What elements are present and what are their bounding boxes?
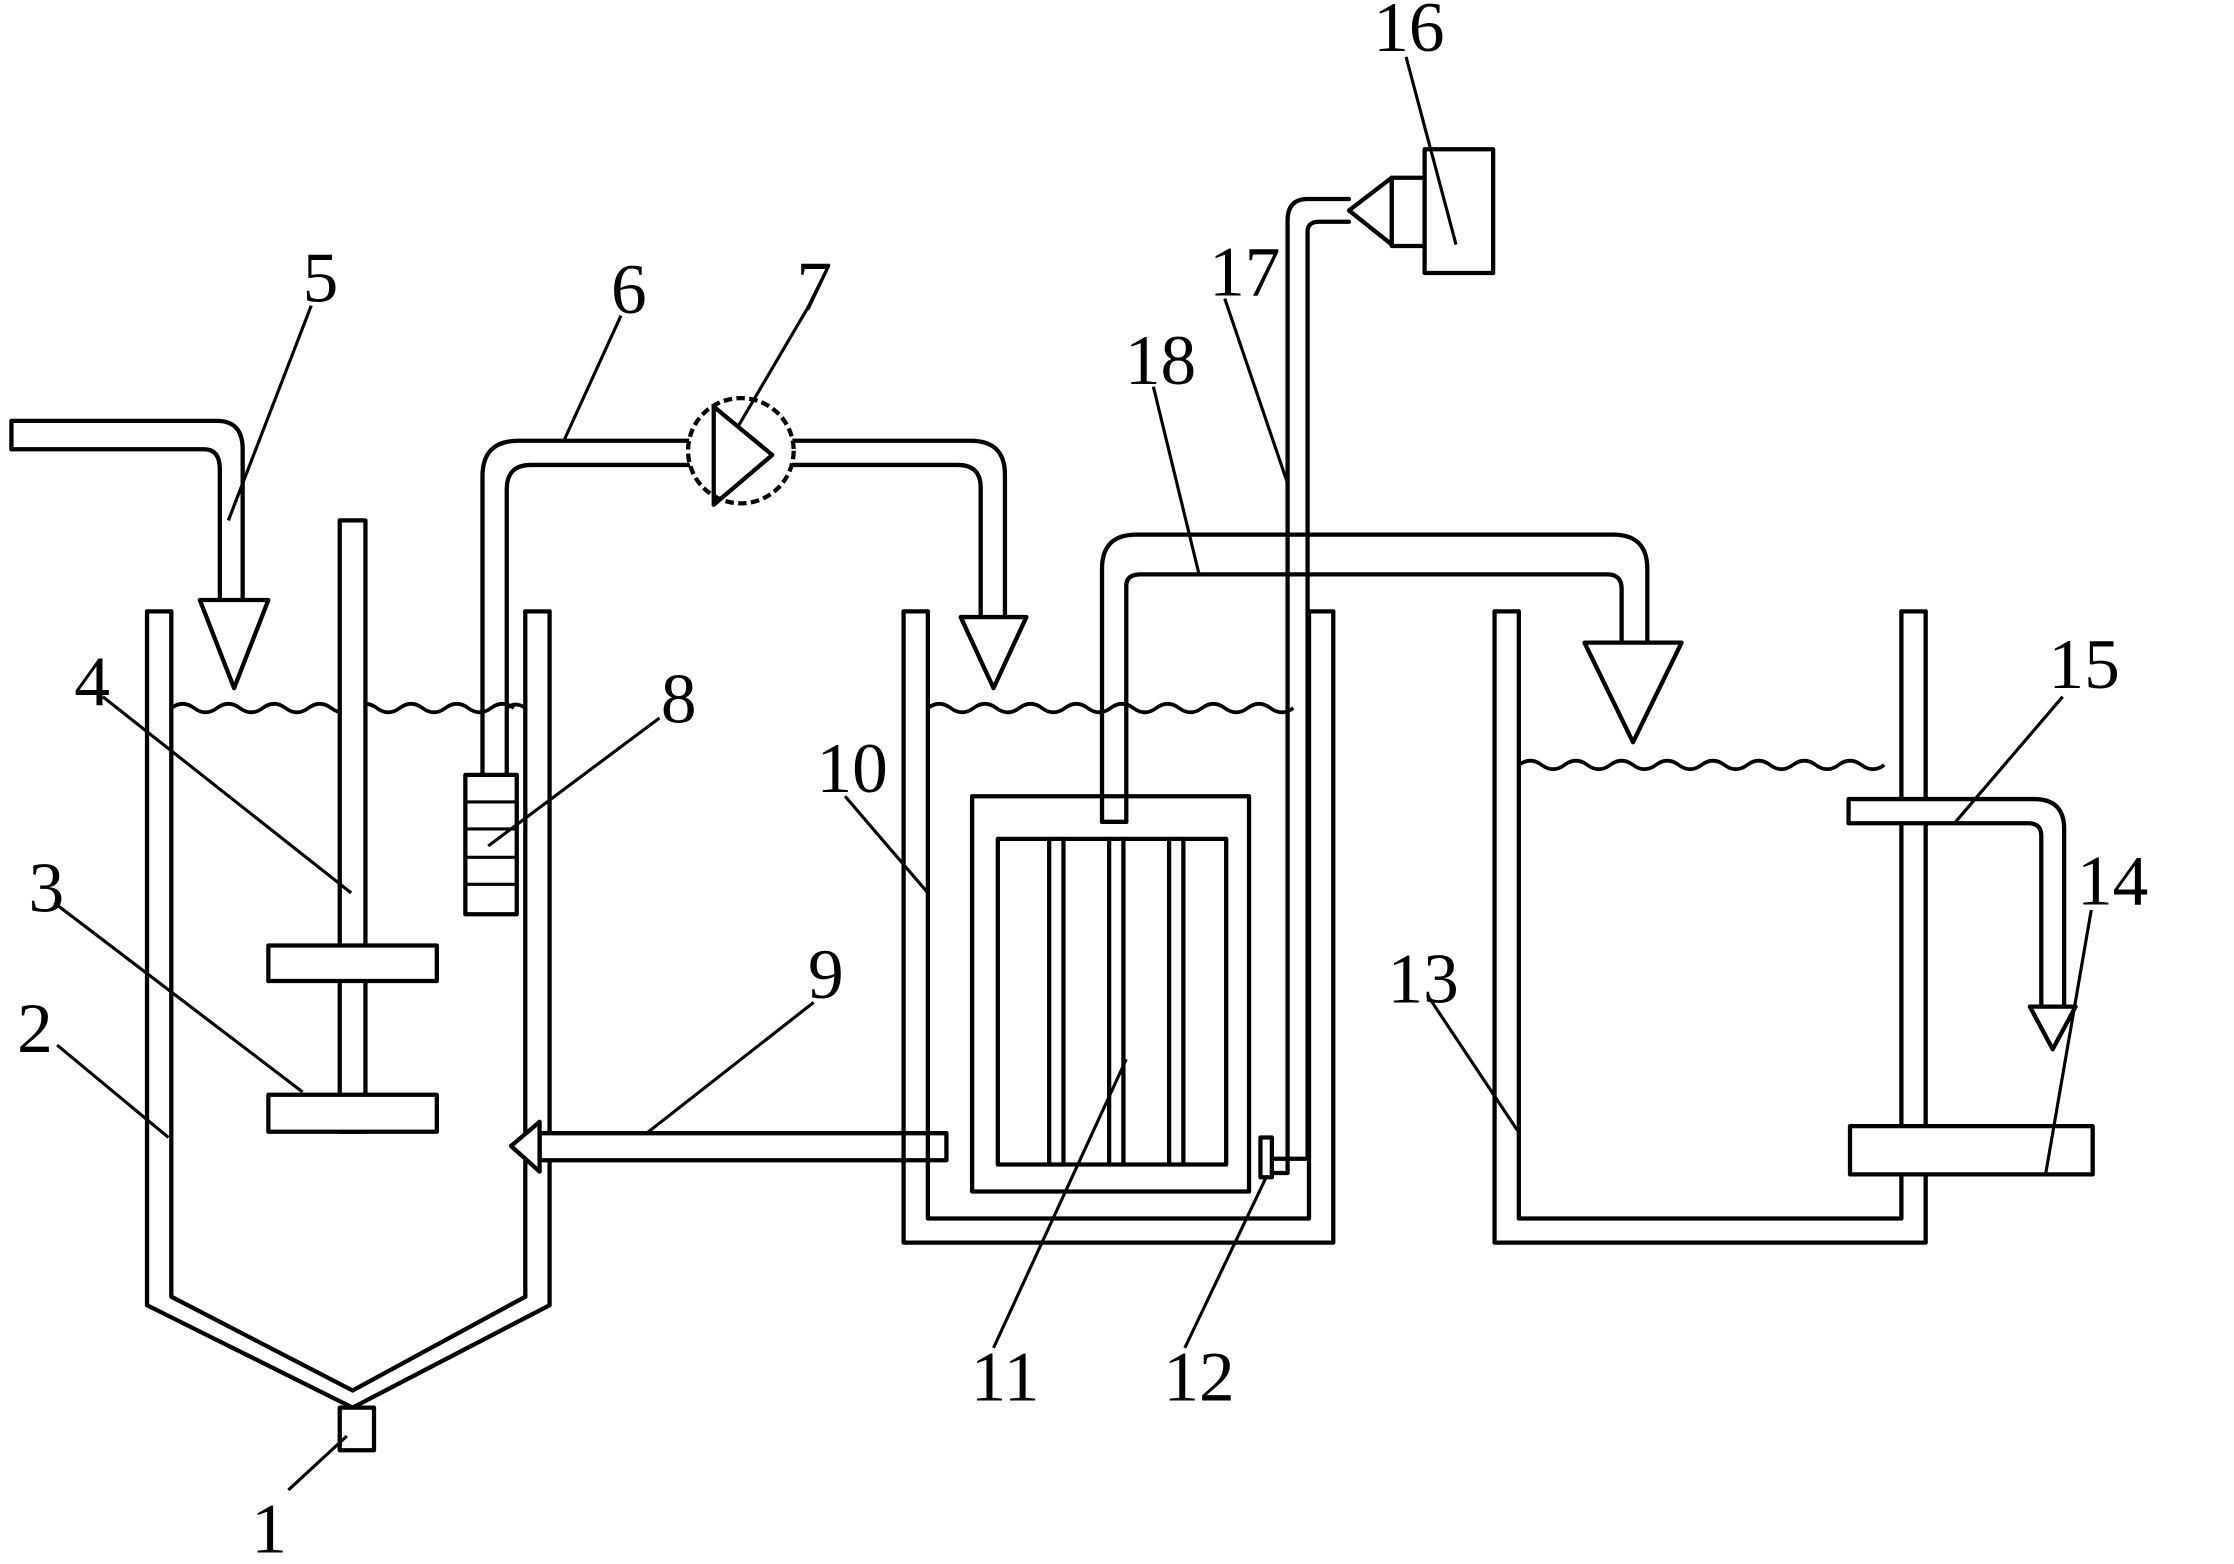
label-7: 7 — [797, 248, 833, 326]
transfer-pipe — [480, 438, 1029, 778]
label-11: 11 — [971, 1339, 1040, 1417]
permeate-pipe — [1099, 532, 1684, 824]
label-13: 13 — [1388, 941, 1459, 1019]
label-2: 2 — [17, 990, 53, 1068]
clear-water-tank — [1492, 609, 1928, 1245]
label-18: 18 — [1125, 322, 1196, 400]
label-9: 9 — [808, 936, 844, 1014]
membrane-module — [969, 794, 1252, 1194]
label-12: 12 — [1163, 1339, 1234, 1417]
drain-valve — [337, 1405, 377, 1453]
inlet-pipe — [9, 418, 271, 691]
blower — [1346, 147, 1496, 276]
label-17: 17 — [1209, 234, 1280, 312]
drain-pipe — [1847, 1123, 2095, 1177]
leader-lines — [53, 56, 2093, 1492]
label-10: 10 — [817, 730, 888, 808]
label-3: 3 — [29, 850, 65, 928]
label-15: 15 — [2048, 626, 2119, 704]
return-pipe — [508, 1119, 949, 1174]
aerator — [1258, 1135, 1275, 1180]
agitator — [266, 518, 439, 1134]
label-4: 4 — [74, 643, 110, 721]
outlet-pipe — [1846, 796, 2078, 1052]
label-16: 16 — [1373, 0, 1444, 67]
label-6: 6 — [611, 251, 647, 329]
label-8: 8 — [661, 660, 697, 738]
label-5: 5 — [303, 240, 339, 318]
pump — [685, 395, 796, 507]
air-pipe — [1269, 196, 1352, 1176]
label-14: 14 — [2077, 842, 2148, 920]
label-1: 1 — [251, 1491, 287, 1564]
